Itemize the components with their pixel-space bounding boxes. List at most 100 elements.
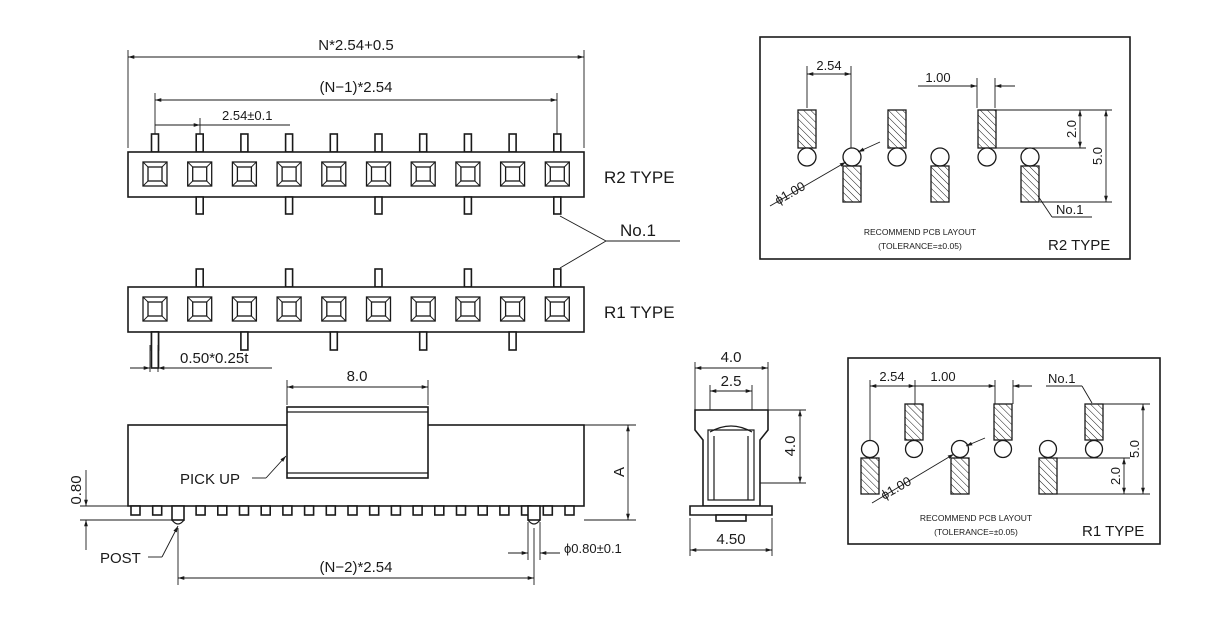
dim-post-diameter: ϕ0.80±0.1 (564, 541, 622, 556)
contact-tooth (564, 505, 575, 516)
pin (463, 268, 473, 288)
pin (150, 331, 160, 369)
contact-tooth (238, 505, 250, 516)
pin (374, 133, 383, 153)
no1-label: No.1 (620, 221, 656, 240)
pcb-r2-note-1: RECOMMEND PCB LAYOUT (864, 227, 976, 237)
pcb-r1-pitch: 2.54 (879, 369, 904, 384)
contact-tooth (282, 505, 293, 516)
contact-tooth (325, 505, 337, 516)
dim-n-minus-2: (N−2)*2.54 (320, 559, 393, 576)
socket-slot-inner (504, 166, 521, 182)
socket-slot-inner (549, 301, 565, 317)
pin (150, 133, 160, 153)
pcb-r2-hole-diameter: ϕ1.00 (772, 178, 808, 207)
contact-tooth (151, 505, 163, 516)
socket-slot-inner (460, 166, 476, 182)
socket-slot-inner (147, 166, 163, 182)
pin (508, 133, 517, 153)
pin-dimension: 0.50*0.25t (180, 350, 249, 367)
socket-slot-inner (415, 166, 431, 182)
dim-overall-length: N*2.54+0.5 (318, 37, 393, 54)
r1-type-label: R1 TYPE (604, 303, 675, 322)
pcb-r2-type: R2 TYPE (1048, 237, 1110, 254)
dim-end-height: 4.0 (782, 436, 799, 457)
contact-tooth (368, 505, 380, 516)
pin (418, 133, 428, 153)
pin (284, 133, 294, 153)
pcb-layout-r2: 2.54 1.00 2.0 5.0 ϕ1.00 (759, 36, 1131, 260)
socket-slot-inner (236, 166, 253, 182)
contact-tooth (195, 505, 206, 516)
pcb-r1-pad-height: 2.0 (1108, 467, 1123, 485)
side-view: 8.0 PICK UP 0.80 A POST (68, 368, 636, 585)
pin (240, 331, 249, 351)
dim-pitch: 2.54±0.1 (222, 108, 273, 123)
dim-end-width: 4.0 (721, 349, 742, 366)
contact-tooth (455, 505, 467, 516)
socket-slot-inner (504, 301, 521, 317)
pin (552, 196, 562, 215)
contact-tooth (260, 505, 272, 516)
pcb-r2-no1: No.1 (1056, 202, 1083, 217)
socket-slot-inner (460, 301, 476, 317)
contact-tooth (477, 505, 489, 516)
pcb-r1-no1: No.1 (1048, 371, 1075, 386)
pcb-r2-row-spacing: 5.0 (1090, 147, 1105, 165)
pcb-r2-pad-height: 2.0 (1064, 120, 1079, 138)
socket-slot-inner (147, 301, 163, 317)
pcb-r1-hole-diameter: ϕ1.00 (878, 473, 914, 502)
r2-type-label: R2 TYPE (604, 168, 675, 187)
pin (329, 331, 339, 351)
pin (418, 331, 428, 351)
contact-tooth (499, 505, 510, 516)
r2-top-view: N*2.54+0.5 (N−1)*2.54 2.54±0.1 R2 TYPE (127, 37, 675, 215)
dim-end-inner: 2.5 (721, 373, 742, 390)
end-view: 4.0 2.5 4.0 4.50 (689, 349, 806, 556)
pin (284, 268, 294, 288)
dim-n-minus-1: (N−1)*2.54 (320, 79, 393, 96)
dim-A: A (611, 467, 628, 477)
post-label: POST (100, 550, 141, 567)
socket-slot-inner (326, 166, 342, 182)
socket-slot-inner (370, 301, 387, 317)
pin (508, 331, 517, 351)
pcb-r1-pad-width: 1.00 (930, 369, 955, 384)
pcb-r1-note-1: RECOMMEND PCB LAYOUT (920, 513, 1032, 523)
socket-slot-inner (236, 301, 253, 317)
contact-tooth (130, 505, 141, 516)
socket-slot-inner (370, 166, 387, 182)
socket-slot-inner (281, 166, 297, 182)
pcb-r1-note-2: (TOLERANCE=±0.05) (934, 527, 1018, 537)
dim-post-height: 0.80 (68, 475, 85, 504)
pin (284, 196, 294, 215)
pin (195, 268, 204, 288)
contact-tooth (217, 505, 228, 516)
socket-slot-inner (192, 166, 208, 182)
pcb-r1-type: R1 TYPE (1082, 523, 1144, 540)
r1-top-view: R1 TYPE 0.50*0.25t (127, 268, 675, 372)
contact-tooth (347, 505, 358, 516)
contact-tooth (412, 505, 423, 516)
dim-pickup-width: 8.0 (347, 368, 368, 385)
pcb-r2-note-2: (TOLERANCE=±0.05) (878, 241, 962, 251)
pickup-label: PICK UP (180, 471, 240, 488)
pcb-r2-pad-width: 1.00 (925, 70, 950, 85)
contact-tooth (433, 505, 445, 516)
socket-slot-inner (326, 301, 342, 317)
pin (552, 268, 562, 288)
contact-tooth (303, 505, 315, 516)
pin (195, 133, 204, 153)
pin (329, 133, 339, 153)
socket-slot-inner (192, 301, 208, 317)
pin (240, 133, 249, 153)
socket-slot-inner (281, 301, 297, 317)
pcb-r2-pitch: 2.54 (816, 58, 841, 73)
pin (374, 268, 383, 288)
socket-slot-inner (549, 166, 565, 182)
pin (463, 196, 473, 215)
contact-tooth (390, 505, 402, 516)
pin (195, 196, 204, 215)
pin (463, 133, 473, 153)
